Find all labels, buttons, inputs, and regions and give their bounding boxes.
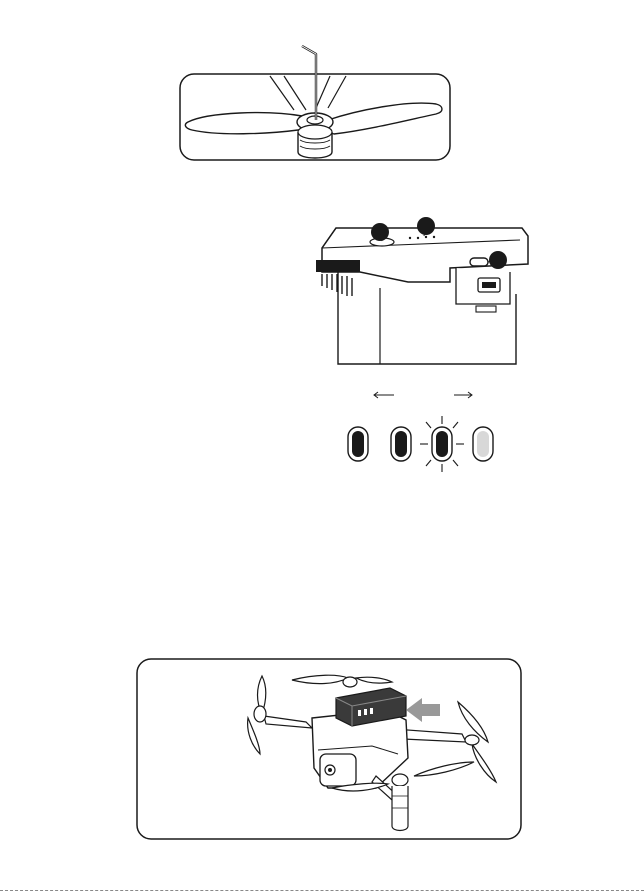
drone-figure	[136, 658, 522, 840]
led-3-blinking	[420, 416, 464, 472]
led-indicator-figure	[330, 384, 510, 474]
battery-icon	[300, 208, 536, 372]
allen-key-propeller-icon	[178, 40, 452, 164]
battery-figure	[300, 208, 536, 372]
propeller-figure	[178, 40, 452, 164]
led-4-off	[473, 427, 493, 461]
led-2	[391, 427, 411, 461]
page-bottom-rule	[0, 890, 644, 891]
led-indicator-icon	[330, 384, 510, 474]
drone-battery-insert-icon	[136, 658, 522, 840]
led-1	[348, 427, 368, 461]
